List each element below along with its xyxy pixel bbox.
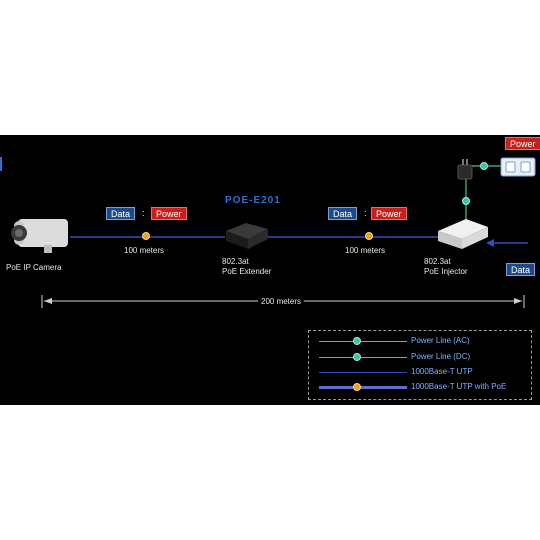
ac-dot: [480, 162, 488, 170]
injector-label-line1: 802.3at: [424, 257, 451, 266]
right-distance-label: 100 meters: [345, 246, 386, 255]
legend-swatch-dc: [319, 357, 407, 358]
legend-dot-poe: [353, 383, 361, 391]
ip-camera-icon: [11, 219, 68, 253]
distance-left-arrow: [44, 298, 52, 304]
edge-marker: [0, 157, 2, 171]
power-adapter-icon: [457, 159, 473, 180]
legend-label-utp: 1000Base-T UTP: [411, 367, 473, 376]
legend-dot-dc: [353, 353, 361, 361]
legend-dot-ac: [353, 337, 361, 345]
data-tag-right: Data: [328, 207, 358, 220]
poe-dot-left: [142, 232, 150, 240]
legend-label-dc: Power Line (DC): [411, 352, 471, 361]
injector-label-line2: PoE Injector: [424, 267, 468, 276]
legend-swatch-utp-poe: [319, 386, 407, 389]
legend-item-utp: 1000Base-T UTP: [309, 366, 531, 380]
extender-label-line1: 802.3at: [222, 257, 249, 266]
total-distance-label: 200 meters: [258, 297, 305, 307]
legend-label-utp-poe: 1000Base-T UTP with PoE: [411, 382, 507, 391]
poe-injector-icon: [438, 219, 488, 249]
data-tag-input: Data: [506, 263, 536, 276]
power-outlet-icon: [500, 157, 536, 177]
legend-label-ac: Power Line (AC): [411, 336, 470, 345]
legend-swatch-utp: [319, 372, 407, 373]
legend-item-ac: Power Line (AC): [309, 335, 531, 349]
tag-separator-left: :: [142, 208, 145, 218]
poe-dot-right: [365, 232, 373, 240]
data-in-arrow: [486, 239, 494, 247]
power-tag-right: Power: [371, 207, 407, 220]
network-diagram: PoE IP Camera Data : Power 100 meters PO…: [0, 135, 540, 405]
dc-dot: [462, 197, 470, 205]
legend: Power Line (AC) Power Line (DC) 1000Base…: [308, 330, 532, 400]
power-tag-left: Power: [151, 207, 187, 220]
distance-right-arrow: [514, 298, 522, 304]
tag-separator-right: :: [364, 208, 367, 218]
legend-item-utp-poe: 1000Base-T UTP with PoE: [309, 381, 531, 395]
legend-swatch-ac: [319, 341, 407, 342]
power-tag-outlet: Power: [505, 137, 540, 150]
poe-extender-icon: [226, 223, 268, 249]
camera-label: PoE IP Camera: [6, 263, 62, 272]
left-distance-label: 100 meters: [124, 246, 165, 255]
legend-item-dc: Power Line (DC): [309, 351, 531, 365]
extender-label-line2: PoE Extender: [222, 267, 272, 276]
data-tag-left: Data: [106, 207, 136, 220]
extender-model-title: POE-E201: [225, 195, 281, 206]
